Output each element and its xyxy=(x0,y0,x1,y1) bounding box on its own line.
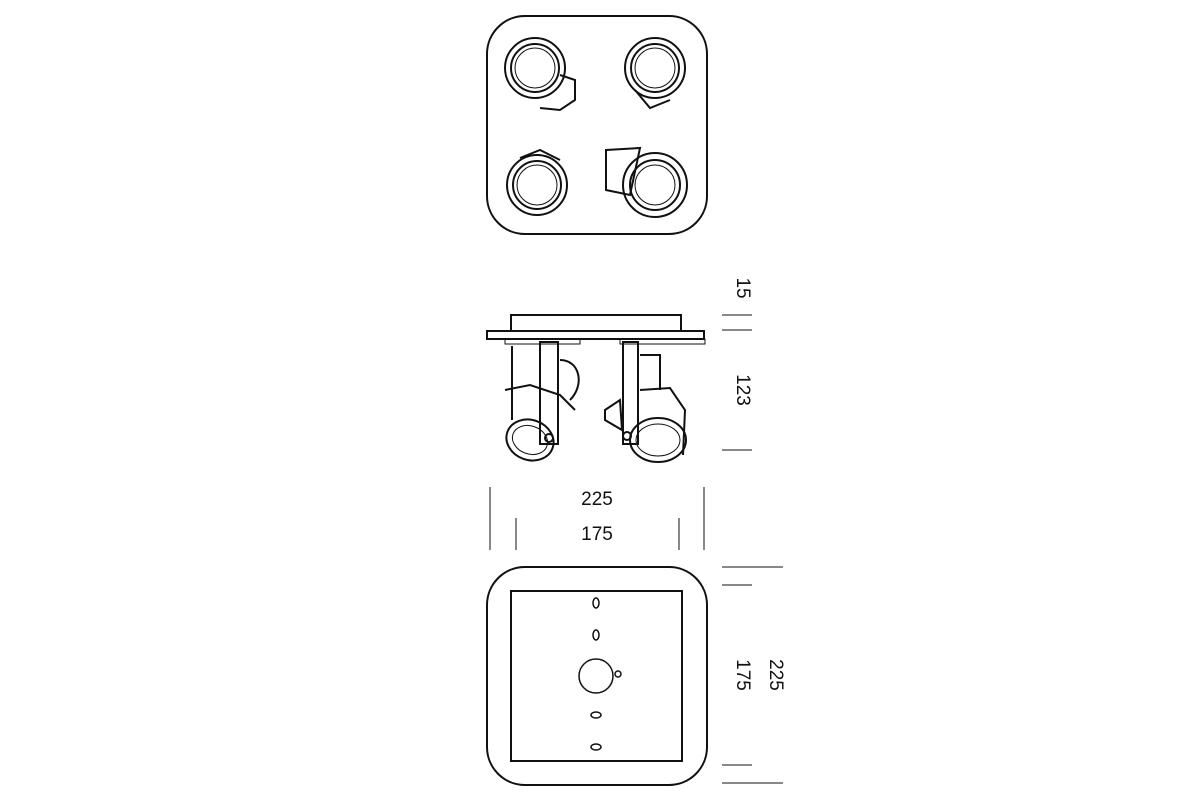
dim-label-175-height: 175 xyxy=(732,659,753,691)
spotlight-top-left xyxy=(504,37,576,112)
spotlight-bottom-left xyxy=(506,148,568,216)
top-view xyxy=(486,15,708,235)
dim-label-123: 123 xyxy=(732,374,753,406)
bottom-view: 175 225 xyxy=(486,566,786,786)
dim-label-15: 15 xyxy=(732,277,753,298)
side-view: 15 123 xyxy=(486,277,753,463)
dim-label-175-width: 175 xyxy=(581,524,613,545)
dim-label-225-width: 225 xyxy=(581,489,613,510)
width-dimensions: 225 175 xyxy=(489,487,705,550)
spotlight-bottom-right xyxy=(605,146,688,218)
spotlight-right xyxy=(604,341,687,463)
spotlight-top-right xyxy=(624,37,686,110)
dim-label-225-height: 225 xyxy=(765,659,786,691)
spotlight-left xyxy=(504,341,580,462)
